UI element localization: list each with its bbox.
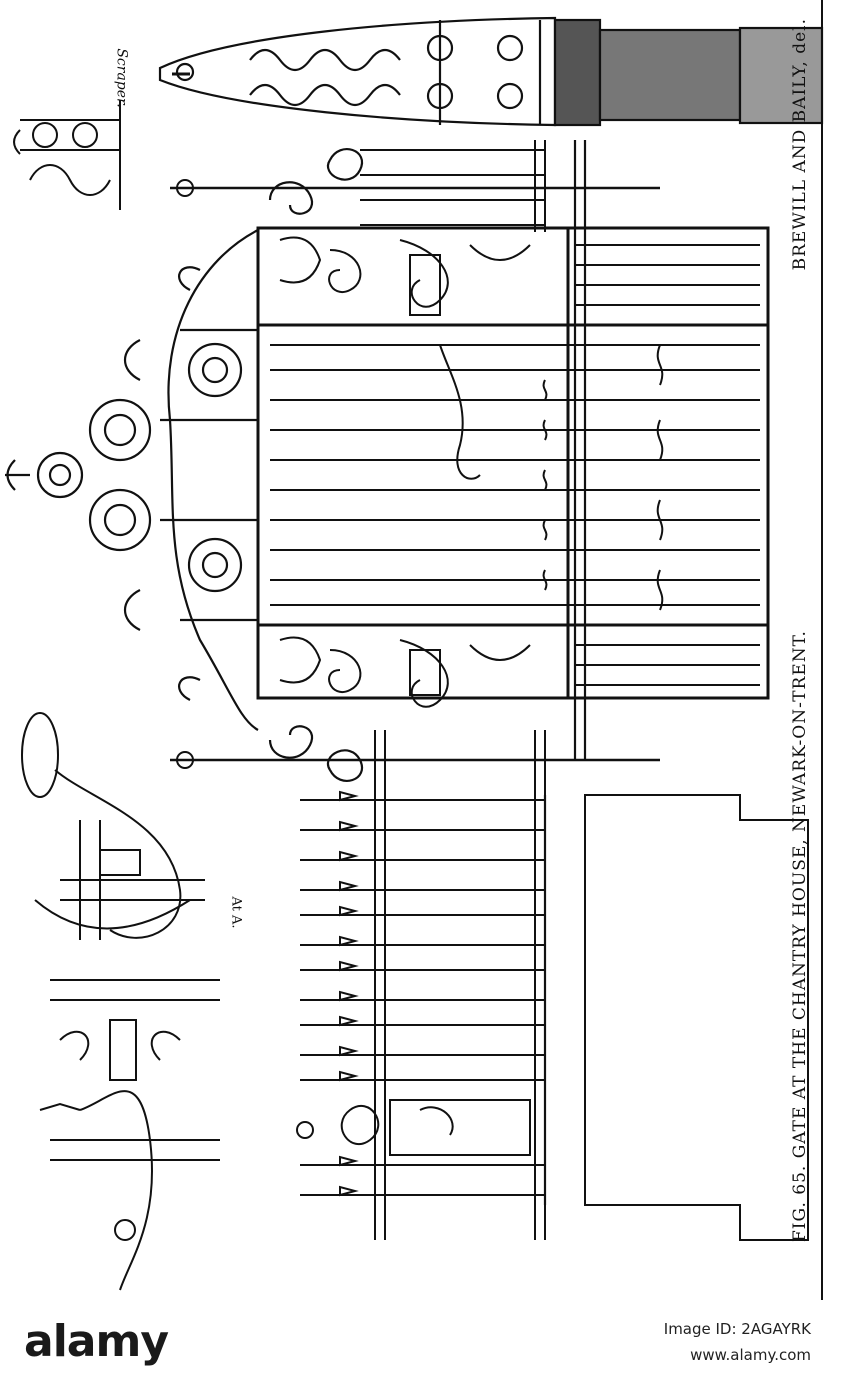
gate-illustration xyxy=(5,0,824,1300)
watermark-logo: alamy xyxy=(24,1316,169,1367)
figure-credit: BREWILL AND BAILY, del. xyxy=(790,18,810,271)
detail-sketch-scraper xyxy=(13,100,121,210)
gate-drawing: FIG. 65. GATE AT THE CHANTRY HOUSE, NEWA… xyxy=(5,0,824,1300)
figure-caption: FIG. 65. GATE AT THE CHANTRY HOUSE, NEWA… xyxy=(790,630,810,1242)
image-id: Image ID: 2AGAYRK xyxy=(663,1320,811,1338)
lower-railing xyxy=(170,730,660,1240)
gate-frame xyxy=(256,226,770,700)
gate-bars xyxy=(270,244,760,686)
watermark-url: www.alamy.com xyxy=(690,1346,811,1364)
gate-scrollwork xyxy=(279,236,664,708)
caption-strip: FIG. 65. GATE AT THE CHANTRY HOUSE, NEWA… xyxy=(780,0,820,1300)
watermark-bar: alamy Image ID: 2AGAYRK www.alamy.com xyxy=(0,1300,851,1390)
scraper-label: Scraper. xyxy=(113,48,130,108)
detail-label: At A. xyxy=(228,896,244,929)
upper-railing xyxy=(170,140,660,232)
overthrow-cresting xyxy=(5,148,364,782)
detail-sketch-at-a xyxy=(21,712,205,940)
stone-pier xyxy=(158,16,824,127)
detail-sketch-snake xyxy=(39,979,220,1291)
